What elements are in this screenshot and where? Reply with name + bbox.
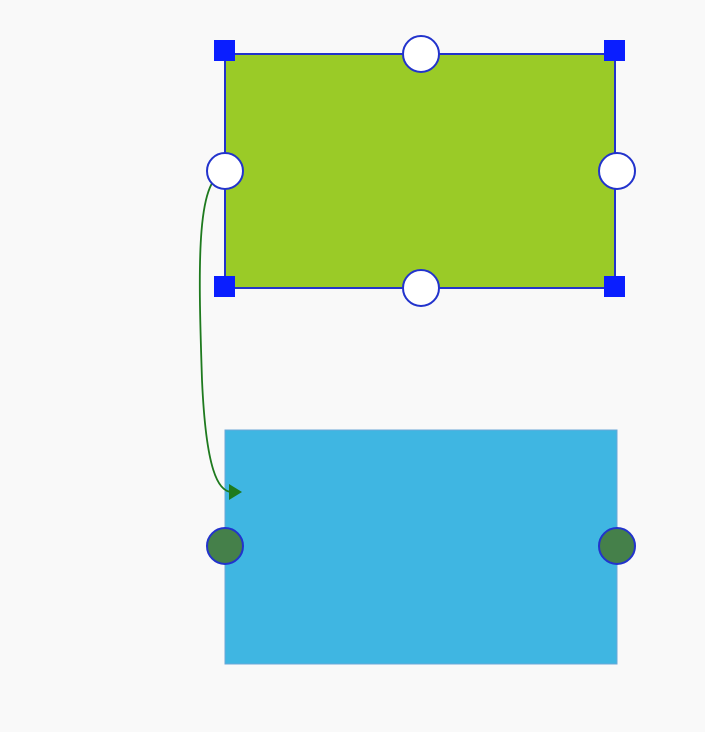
port-bottom[interactable]: [402, 269, 440, 307]
connector-line[interactable]: [198, 171, 233, 493]
port-right[interactable]: [598, 152, 636, 190]
blue-port-left[interactable]: [206, 527, 244, 565]
blue-rectangle-shape[interactable]: [224, 429, 618, 665]
port-left[interactable]: [206, 152, 244, 190]
blue-port-right[interactable]: [598, 527, 636, 565]
connector-arrowhead: [229, 484, 242, 500]
resize-handle-top-right[interactable]: [604, 40, 625, 61]
green-rectangle-shape[interactable]: [224, 53, 616, 289]
resize-handle-bottom-right[interactable]: [604, 276, 625, 297]
port-top[interactable]: [402, 35, 440, 73]
resize-handle-bottom-left[interactable]: [214, 276, 235, 297]
resize-handle-top-left[interactable]: [214, 40, 235, 61]
